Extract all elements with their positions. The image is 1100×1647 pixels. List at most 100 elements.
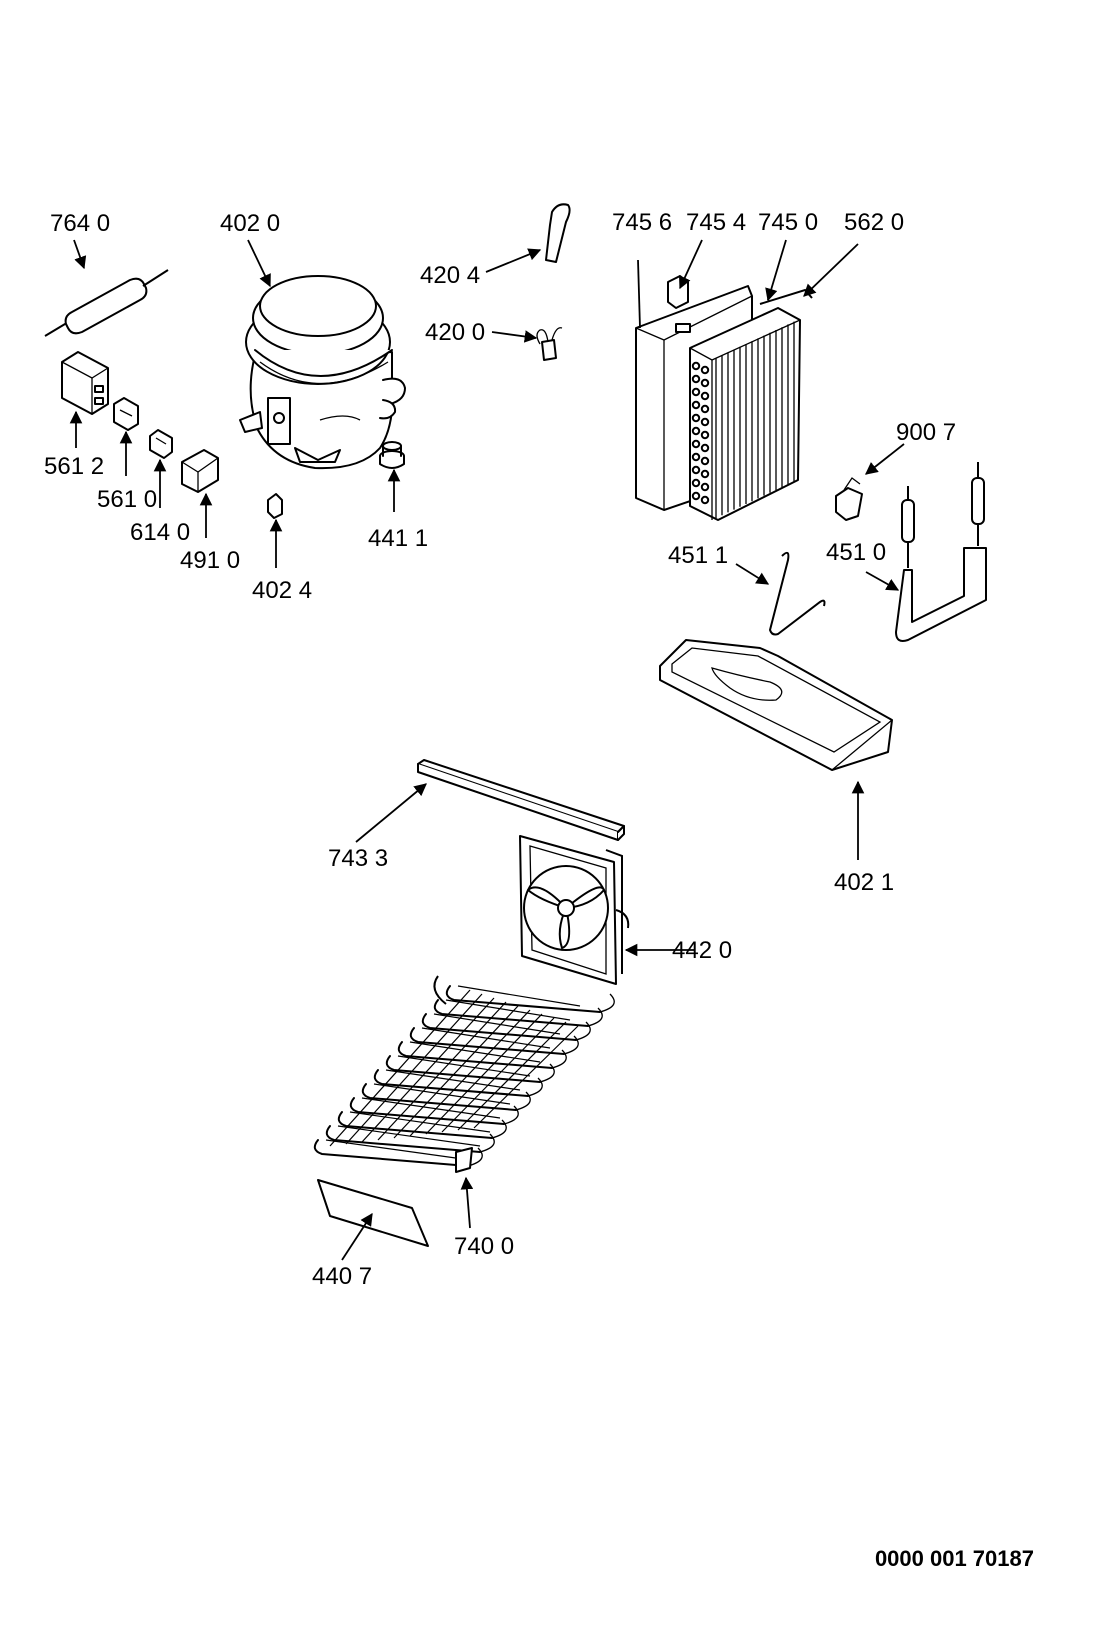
condenser-loop-bend: [539, 1063, 555, 1083]
label-562-0: 562 0: [844, 209, 904, 236]
label-745-4: 745 4: [686, 209, 746, 236]
evaporator-tube-end: [700, 469, 710, 479]
evaporator-tube-end: [700, 456, 710, 466]
evaporator-tube-end: [700, 495, 710, 505]
condenser-grid-wire: [337, 1125, 481, 1147]
evaporator-tube-end: [691, 478, 701, 488]
overload-protector: [181, 449, 219, 493]
label-491-0: 491 0: [180, 547, 240, 574]
leader-lines: [69, 239, 905, 1261]
condenser-grid-wire: [325, 1139, 471, 1161]
condenser-loop-bend: [503, 1105, 519, 1125]
condenser-loop: [373, 1069, 529, 1097]
condenser-grid-wire: [377, 1001, 507, 1141]
condenser-grid-wire: [473, 1025, 579, 1129]
evaporator-tube-end: [700, 443, 710, 453]
evaporator-tube-end: [691, 439, 701, 449]
condenser-loop: [361, 1083, 517, 1111]
label-561-2: 561 2: [44, 453, 104, 480]
condenser-grid-wire: [409, 1009, 531, 1137]
capillary-tube: [895, 462, 987, 642]
cable-clip: [536, 327, 563, 361]
evaporator-bracket: [667, 275, 689, 309]
condenser-loop: [313, 1139, 469, 1167]
label-614-0: 614 0: [130, 519, 190, 546]
condenser-grid-wire: [349, 1111, 491, 1133]
label-420-4: 420 4: [420, 262, 480, 289]
condenser-loop: [397, 1041, 553, 1069]
condenser-loop: [445, 985, 601, 1013]
condenser-loop-bend: [563, 1035, 579, 1055]
label-900-7: 900 7: [896, 419, 956, 446]
label-442-0: 442 0: [672, 937, 732, 964]
terminal-clip: [149, 429, 173, 459]
label-451-0: 451 0: [826, 539, 886, 566]
condenser-coil: [313, 975, 615, 1173]
evaporator-tube-end: [700, 365, 710, 375]
condenser-loop-bend: [551, 1049, 567, 1069]
evaporator-tube-end: [700, 482, 710, 492]
condenser-grid-wire: [393, 1005, 519, 1139]
condenser-loop: [337, 1111, 493, 1139]
label-402-4: 402 4: [252, 577, 312, 604]
condenser-loop: [421, 1013, 577, 1041]
condenser-grid-wire: [385, 1069, 521, 1091]
condenser-grid-wire: [421, 1027, 551, 1049]
evaporator-tube-end: [691, 413, 701, 423]
condenser-loop: [349, 1097, 505, 1125]
evaporator-tube-end: [700, 378, 710, 388]
condenser-loop-bend: [467, 1147, 483, 1167]
condenser-grid-wire: [361, 997, 495, 1143]
label-745-0: 745 0: [758, 209, 818, 236]
connector-block: [113, 397, 139, 431]
label-441-1: 441 1: [368, 525, 428, 552]
condenser-grid-wire: [425, 1013, 543, 1135]
evaporator-clip: [835, 477, 863, 521]
label-745-6: 745 6: [612, 209, 672, 236]
label-561-0: 561 0: [97, 486, 157, 513]
evaporator-tube-end: [700, 391, 710, 401]
label-420-0: 420 0: [425, 319, 485, 346]
compressor: [239, 275, 406, 470]
condenser-grid-wire: [373, 1083, 511, 1105]
filter-drier: [44, 269, 169, 337]
evaporator-tube-end: [700, 430, 710, 440]
evaporator-tube-end: [691, 400, 701, 410]
compressor-clip: [267, 493, 283, 519]
rubber-grommet: [379, 441, 405, 469]
label-402-0: 402 0: [220, 210, 280, 237]
starter-relay: [61, 351, 109, 415]
condenser-grid-wire: [441, 1017, 555, 1133]
evaporator-tube-end: [691, 361, 701, 371]
label-440-7: 440 7: [312, 1263, 372, 1290]
condenser-grid-wire: [457, 985, 581, 1007]
condenser-loop-bend: [479, 1133, 495, 1153]
wire-hanger: [768, 551, 826, 636]
condenser-grid-wire: [345, 993, 483, 1145]
evaporator-tube-end: [691, 452, 701, 462]
condenser-grid-wire: [397, 1055, 531, 1077]
condenser-grid-wire: [457, 1021, 567, 1131]
evaporator-tube-end: [691, 387, 701, 397]
condenser-fan: [519, 835, 630, 985]
condenser-loop: [385, 1055, 541, 1083]
part-labels: 764 0 402 0 420 4 420 0 745 6 745 4 745 …: [44, 209, 1034, 1571]
label-743-3: 743 3: [328, 845, 388, 872]
label-740-0: 740 0: [454, 1233, 514, 1260]
condenser-loop-bend: [599, 993, 615, 1013]
condenser-loop-bend: [515, 1091, 531, 1111]
evaporator-tube-end: [700, 417, 710, 427]
evaporator-tube-end: [700, 404, 710, 414]
drip-tray: [659, 639, 893, 771]
drain-hose: [545, 203, 571, 263]
condenser-loop-bend: [587, 1007, 603, 1027]
gasket-strip: [417, 759, 625, 841]
condenser-grid-wire: [445, 999, 571, 1021]
condenser-grid-wire: [433, 1013, 561, 1035]
evaporator-tube-end: [691, 465, 701, 475]
condenser-grid-wire: [409, 1041, 541, 1063]
evaporator-tube-end: [691, 491, 701, 501]
evaporator-tube-end: [691, 374, 701, 384]
label-764-0: 764 0: [50, 210, 110, 237]
label-402-1: 402 1: [834, 869, 894, 896]
